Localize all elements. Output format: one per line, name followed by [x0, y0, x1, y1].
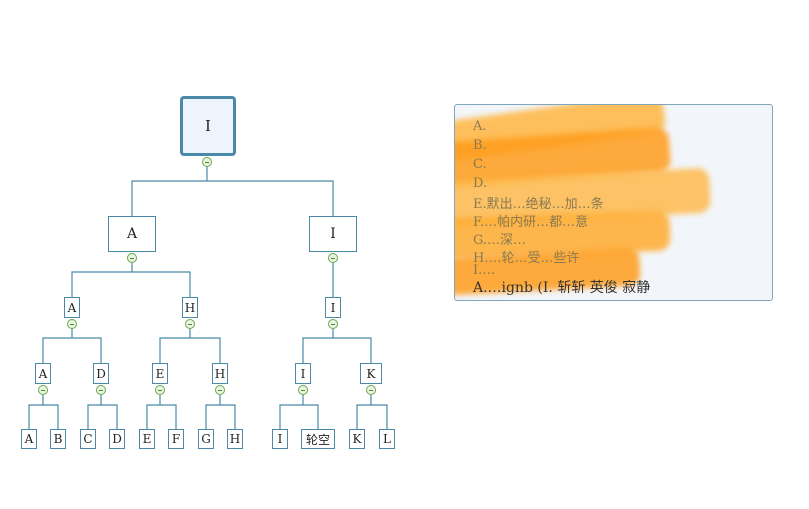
collapse-toggle-icon[interactable] — [202, 157, 212, 167]
leaf-node[interactable]: I — [272, 429, 288, 449]
leaf-node[interactable]: B — [50, 429, 66, 449]
leaf-node[interactable]: K — [349, 429, 365, 449]
collapse-toggle-icon[interactable] — [38, 385, 48, 395]
collapse-toggle-icon[interactable] — [215, 385, 225, 395]
note-line: A. — [473, 119, 487, 134]
leaf-node[interactable]: G — [198, 429, 214, 449]
collapse-toggle-icon[interactable] — [96, 385, 106, 395]
level2-node[interactable]: H — [182, 297, 198, 318]
leaf-node[interactable]: H — [227, 429, 243, 449]
note-line: F.…帕内研…都…意 — [473, 215, 589, 230]
note-line: I.… — [473, 263, 496, 278]
collapse-toggle-icon[interactable] — [366, 385, 376, 395]
level3-node[interactable]: I — [295, 363, 311, 384]
leaf-node[interactable]: D — [109, 429, 125, 449]
collapse-toggle-icon[interactable] — [298, 385, 308, 395]
leaf-node[interactable]: F — [168, 429, 184, 449]
connector-line — [302, 337, 372, 363]
root-node[interactable]: I — [180, 96, 236, 156]
collapse-toggle-icon[interactable] — [67, 319, 77, 329]
level3-node[interactable]: E — [152, 363, 168, 384]
level1-node[interactable]: A — [108, 216, 156, 252]
note-line: H.…轮…受…些许 — [473, 251, 580, 266]
connector-line — [28, 404, 59, 429]
level3-node[interactable]: D — [93, 363, 109, 384]
note-line: A.…ignb (I. 斩斩 英俊 寂静 — [473, 280, 651, 296]
connector-line — [205, 404, 236, 429]
level3-node[interactable]: A — [35, 363, 51, 384]
leaf-node[interactable]: E — [139, 429, 155, 449]
leaf-node[interactable]: C — [80, 429, 96, 449]
collapse-toggle-icon[interactable] — [328, 253, 338, 263]
connector-line — [71, 271, 191, 297]
level1-node[interactable]: I — [309, 216, 357, 252]
connector-line — [87, 404, 118, 429]
leaf-node[interactable]: L — [379, 429, 395, 449]
collapse-toggle-icon[interactable] — [328, 319, 338, 329]
note-line: D. — [473, 176, 488, 191]
collapse-toggle-icon[interactable] — [185, 319, 195, 329]
connector-line — [356, 404, 388, 429]
connector-line — [159, 337, 221, 363]
connector-line — [146, 404, 177, 429]
collapse-toggle-icon[interactable] — [155, 385, 165, 395]
note-line: B. — [473, 138, 487, 153]
connector-line — [42, 337, 102, 363]
note-line: C. — [473, 157, 487, 172]
collapse-toggle-icon[interactable] — [127, 253, 137, 263]
connector-line — [131, 180, 334, 216]
level3-node[interactable]: K — [360, 363, 382, 384]
notes-panel[interactable]: A. B. C. D. E.默出…绝秘…加…条 F.…帕内研…都…意 G.…深…… — [454, 104, 773, 301]
level3-node[interactable]: H — [212, 363, 228, 384]
leaf-node[interactable]: A — [21, 429, 37, 449]
leaf-node[interactable]: 轮空 — [301, 429, 335, 449]
level2-node[interactable]: A — [64, 297, 80, 318]
note-line: G.…深… — [473, 233, 527, 248]
connector-line — [279, 404, 319, 429]
note-line: E.默出…绝秘…加…条 — [473, 197, 604, 212]
level2-node[interactable]: I — [325, 297, 341, 318]
